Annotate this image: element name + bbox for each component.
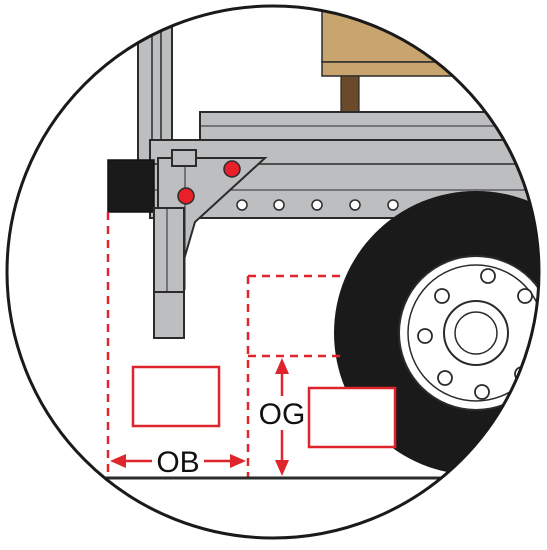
magnified-view: OB OG (7, 6, 539, 480)
upper-rail (199, 111, 539, 141)
og-label: OG (259, 398, 306, 431)
ob-arrow (110, 454, 246, 468)
magnifier-ring (5, 4, 541, 540)
clearance-box-left (131, 365, 221, 428)
hanger-leg (153, 207, 185, 339)
frame-hole (236, 199, 248, 211)
ob-label: OB (156, 446, 199, 479)
marker-light (177, 187, 195, 205)
frame-hole (349, 199, 361, 211)
frame-hole (273, 199, 285, 211)
clearance-box-right (307, 386, 397, 449)
marker-light (223, 160, 241, 178)
rear-bumper (107, 159, 155, 213)
frame-hole (311, 199, 323, 211)
og-arrow (275, 358, 289, 476)
frame-hole (387, 199, 399, 211)
wooden-deck (321, 6, 539, 113)
frame-holes (236, 199, 399, 211)
wheel (334, 191, 539, 475)
dimension-lines (106, 212, 346, 478)
